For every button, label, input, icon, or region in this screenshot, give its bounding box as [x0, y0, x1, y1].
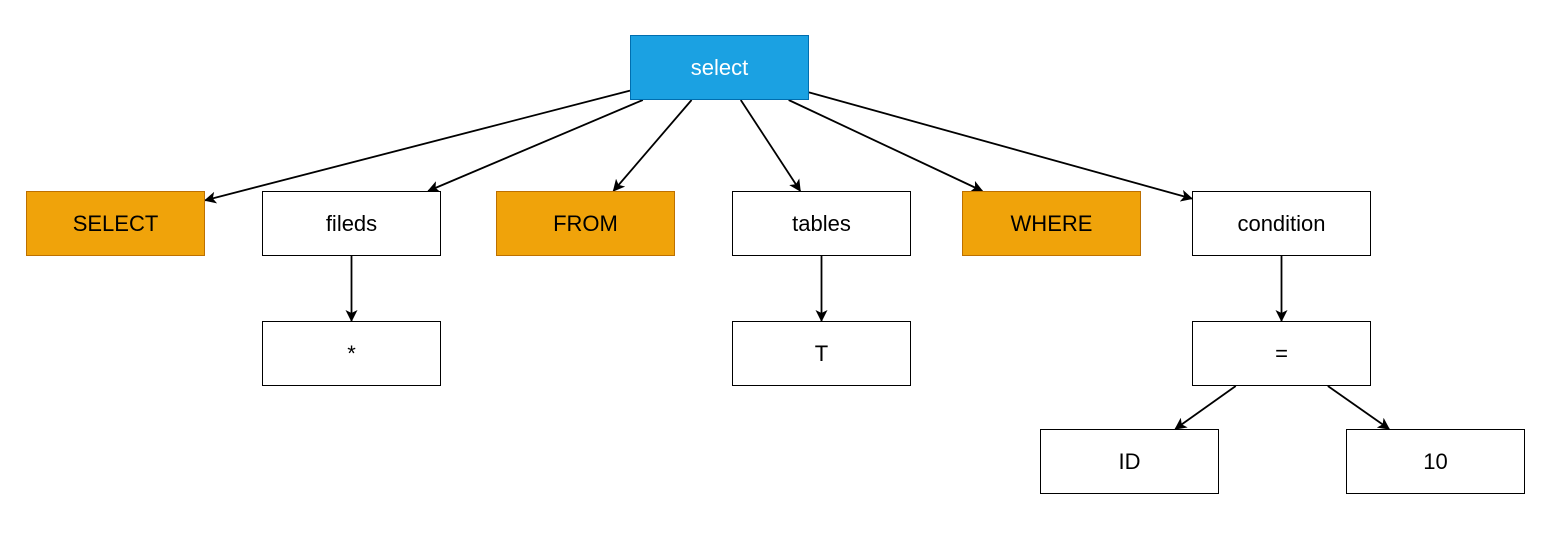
edge-root-to-where_kw [788, 99, 984, 192]
node-table-t[interactable]: T [732, 321, 911, 386]
node-equals[interactable]: = [1192, 321, 1371, 386]
node-id[interactable]: ID [1040, 429, 1219, 494]
node-select-root[interactable]: select [630, 35, 809, 100]
edge-equals-to-ten [1327, 385, 1390, 430]
edge-root-to-condition [808, 91, 1193, 202]
edge-root-to-tables [739, 99, 802, 192]
edge-root-to-from_kw [612, 99, 693, 192]
node-condition[interactable]: condition [1192, 191, 1371, 256]
edge-root-to-select_kw [204, 89, 631, 204]
edge-root-to-fields [427, 99, 644, 193]
node-select-keyword[interactable]: SELECT [26, 191, 205, 256]
node-where-keyword[interactable]: WHERE [962, 191, 1141, 256]
node-fields[interactable]: fileds [262, 191, 441, 256]
edge-equals-to-id [1174, 385, 1237, 430]
node-tables[interactable]: tables [732, 191, 911, 256]
node-star[interactable]: * [262, 321, 441, 386]
node-from-keyword[interactable]: FROM [496, 191, 675, 256]
node-ten[interactable]: 10 [1346, 429, 1525, 494]
